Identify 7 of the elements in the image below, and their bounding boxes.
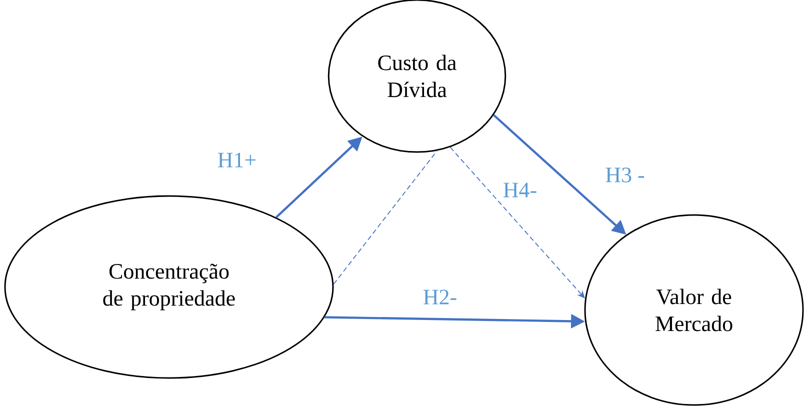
ellipse-node: Concentração de propriedade <box>4 195 334 379</box>
edge-label: H4- <box>502 182 538 198</box>
ellipse-node: Valor de Mercado <box>584 214 804 406</box>
edge-label: H1+ <box>216 152 258 168</box>
dashed-line <box>333 150 438 285</box>
edge-label: H2- <box>422 288 458 306</box>
edge-label: H3 - <box>604 166 646 184</box>
